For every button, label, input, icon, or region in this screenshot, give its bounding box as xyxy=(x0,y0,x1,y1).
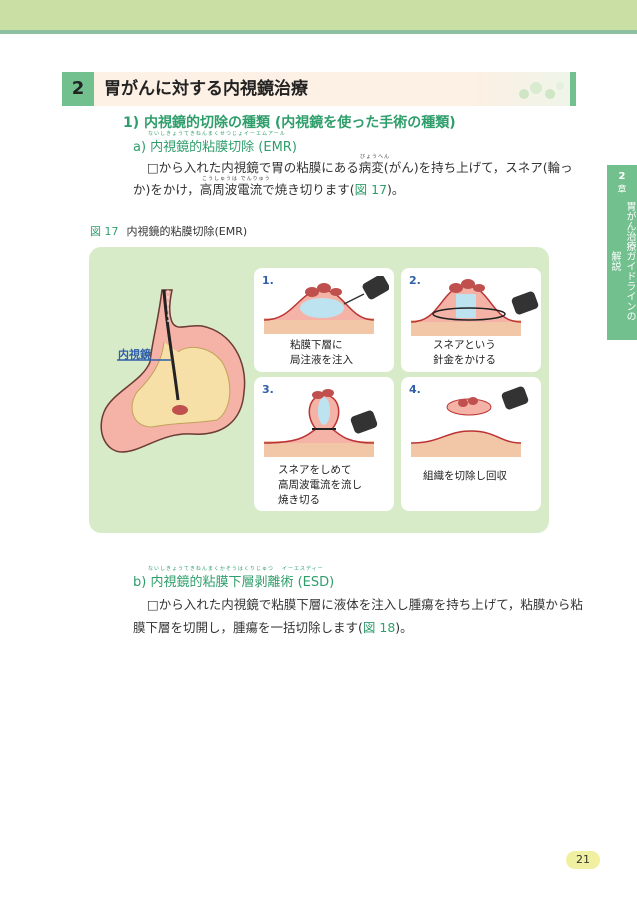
chapter-title: 胃がん治療ガイドラインの解説 xyxy=(609,201,635,321)
figure-caption-text: 内視鏡的粘膜切除(EMR) xyxy=(126,225,248,238)
page-number: 21 xyxy=(566,851,600,869)
endoscope-label: 内視鏡 xyxy=(118,348,151,361)
item-a-line2-end: )。 xyxy=(387,182,405,197)
step-caption: スネアという 針金をかける xyxy=(433,339,496,366)
step-panel-4: 4. 組織を切除し回収 xyxy=(401,377,541,511)
figure-number: 図 17 xyxy=(90,225,119,238)
step-panel-3: 3. スネアをしめて 高周波電流を流し 焼き切る xyxy=(254,377,394,511)
chapter-number: 2 xyxy=(618,171,626,182)
ruby-esd: ないしきょうてきねんまくかそうはくりじゅつ xyxy=(148,566,274,572)
section-stripe xyxy=(570,72,576,106)
chapter-label: 章 xyxy=(617,185,627,195)
section-title: 胃がんに対する内視鏡治療 xyxy=(104,79,308,99)
injection-illustration xyxy=(264,276,389,334)
section-number: 2 xyxy=(62,72,94,106)
chapter-tab[interactable]: 2 章 胃がん治療ガイドラインの解説 xyxy=(607,165,637,340)
item-a-title: a) 内視鏡的粘膜切除 (EMR) xyxy=(133,140,297,155)
cutting-illustration xyxy=(264,389,378,457)
ruby-esd-abbr: イーエスディー xyxy=(282,566,324,572)
figure-caption: 図 17 内視鏡的粘膜切除(EMR) xyxy=(90,223,247,239)
lesion-icon xyxy=(172,405,188,415)
item-b-title: b) 内視鏡的粘膜下層剥離術 (ESD) xyxy=(133,575,335,590)
subsection-title: 1) 内視鏡的切除の種類 (内視鏡を使った手術の種類) xyxy=(123,115,456,131)
figure-17-reference[interactable]: 図 17 xyxy=(354,182,388,197)
ruby-byohen: びょうへん xyxy=(360,154,391,160)
header-line xyxy=(0,30,637,34)
header-band xyxy=(0,0,637,30)
item-a-paragraph: □から入れた内視鏡で胃の粘膜にある病変(がん)を持ち上げて，スネア(輪っ xyxy=(133,156,583,179)
section-heading: 2 胃がんに対する内視鏡治療 xyxy=(62,72,576,106)
decorative-dots-icon xyxy=(519,82,564,99)
step-caption: スネアをしめて 高周波電流を流し 焼き切る xyxy=(278,464,362,506)
step-number: 4. xyxy=(409,383,421,396)
stomach-illustration xyxy=(100,289,246,453)
item-a-line2: か)をかけ，高周波電流で焼き切ります(図 17)。 xyxy=(133,178,583,201)
step-number: 1. xyxy=(262,274,274,287)
ruby-koshuha: こうしゅうは でんりゅう xyxy=(202,176,271,182)
step-caption: 組織を切除し回収 xyxy=(423,470,507,482)
item-b-paragraph: □から入れた内視鏡で粘膜下層に液体を注入し腫瘍を持ち上げて，粘膜から粘 膜下層を… xyxy=(133,593,583,639)
step-caption: 粘膜下層に 局注液を注入 xyxy=(290,339,353,366)
item-b-line2-end: )。 xyxy=(395,620,413,635)
ruby-emr-abbr: イーエムアール xyxy=(244,131,286,137)
ruby-emr: ないしきょうてきねんまくせつじょ xyxy=(148,131,244,137)
step-number: 2. xyxy=(409,274,421,287)
snare-illustration xyxy=(411,279,539,336)
step-panel-2: 2. スネアという 針金をかける xyxy=(401,268,541,372)
item-b-line1: □から入れた内視鏡で粘膜下層に液体を注入し腫瘍を持ち上げて，粘膜から粘 xyxy=(147,597,583,612)
item-a-line1: □から入れた内視鏡で胃の粘膜にある病変(がん)を持ち上げて，スネア(輪っ xyxy=(147,160,573,175)
step-number: 3. xyxy=(262,383,274,396)
item-b-line2: 膜下層を切開し，腫瘍を一括切除します(図 18)。 xyxy=(133,616,583,639)
figure-18-reference[interactable]: 図 18 xyxy=(362,620,396,635)
step-panel-1: 1. 粘膜下層に 局注液を注入 xyxy=(254,268,394,372)
item-a-line2-text: か)をかけ，高周波電流で焼き切ります( xyxy=(133,182,355,197)
removal-illustration xyxy=(411,386,529,457)
item-b-line2-text: 膜下層を切開し，腫瘍を一括切除します( xyxy=(133,620,363,635)
